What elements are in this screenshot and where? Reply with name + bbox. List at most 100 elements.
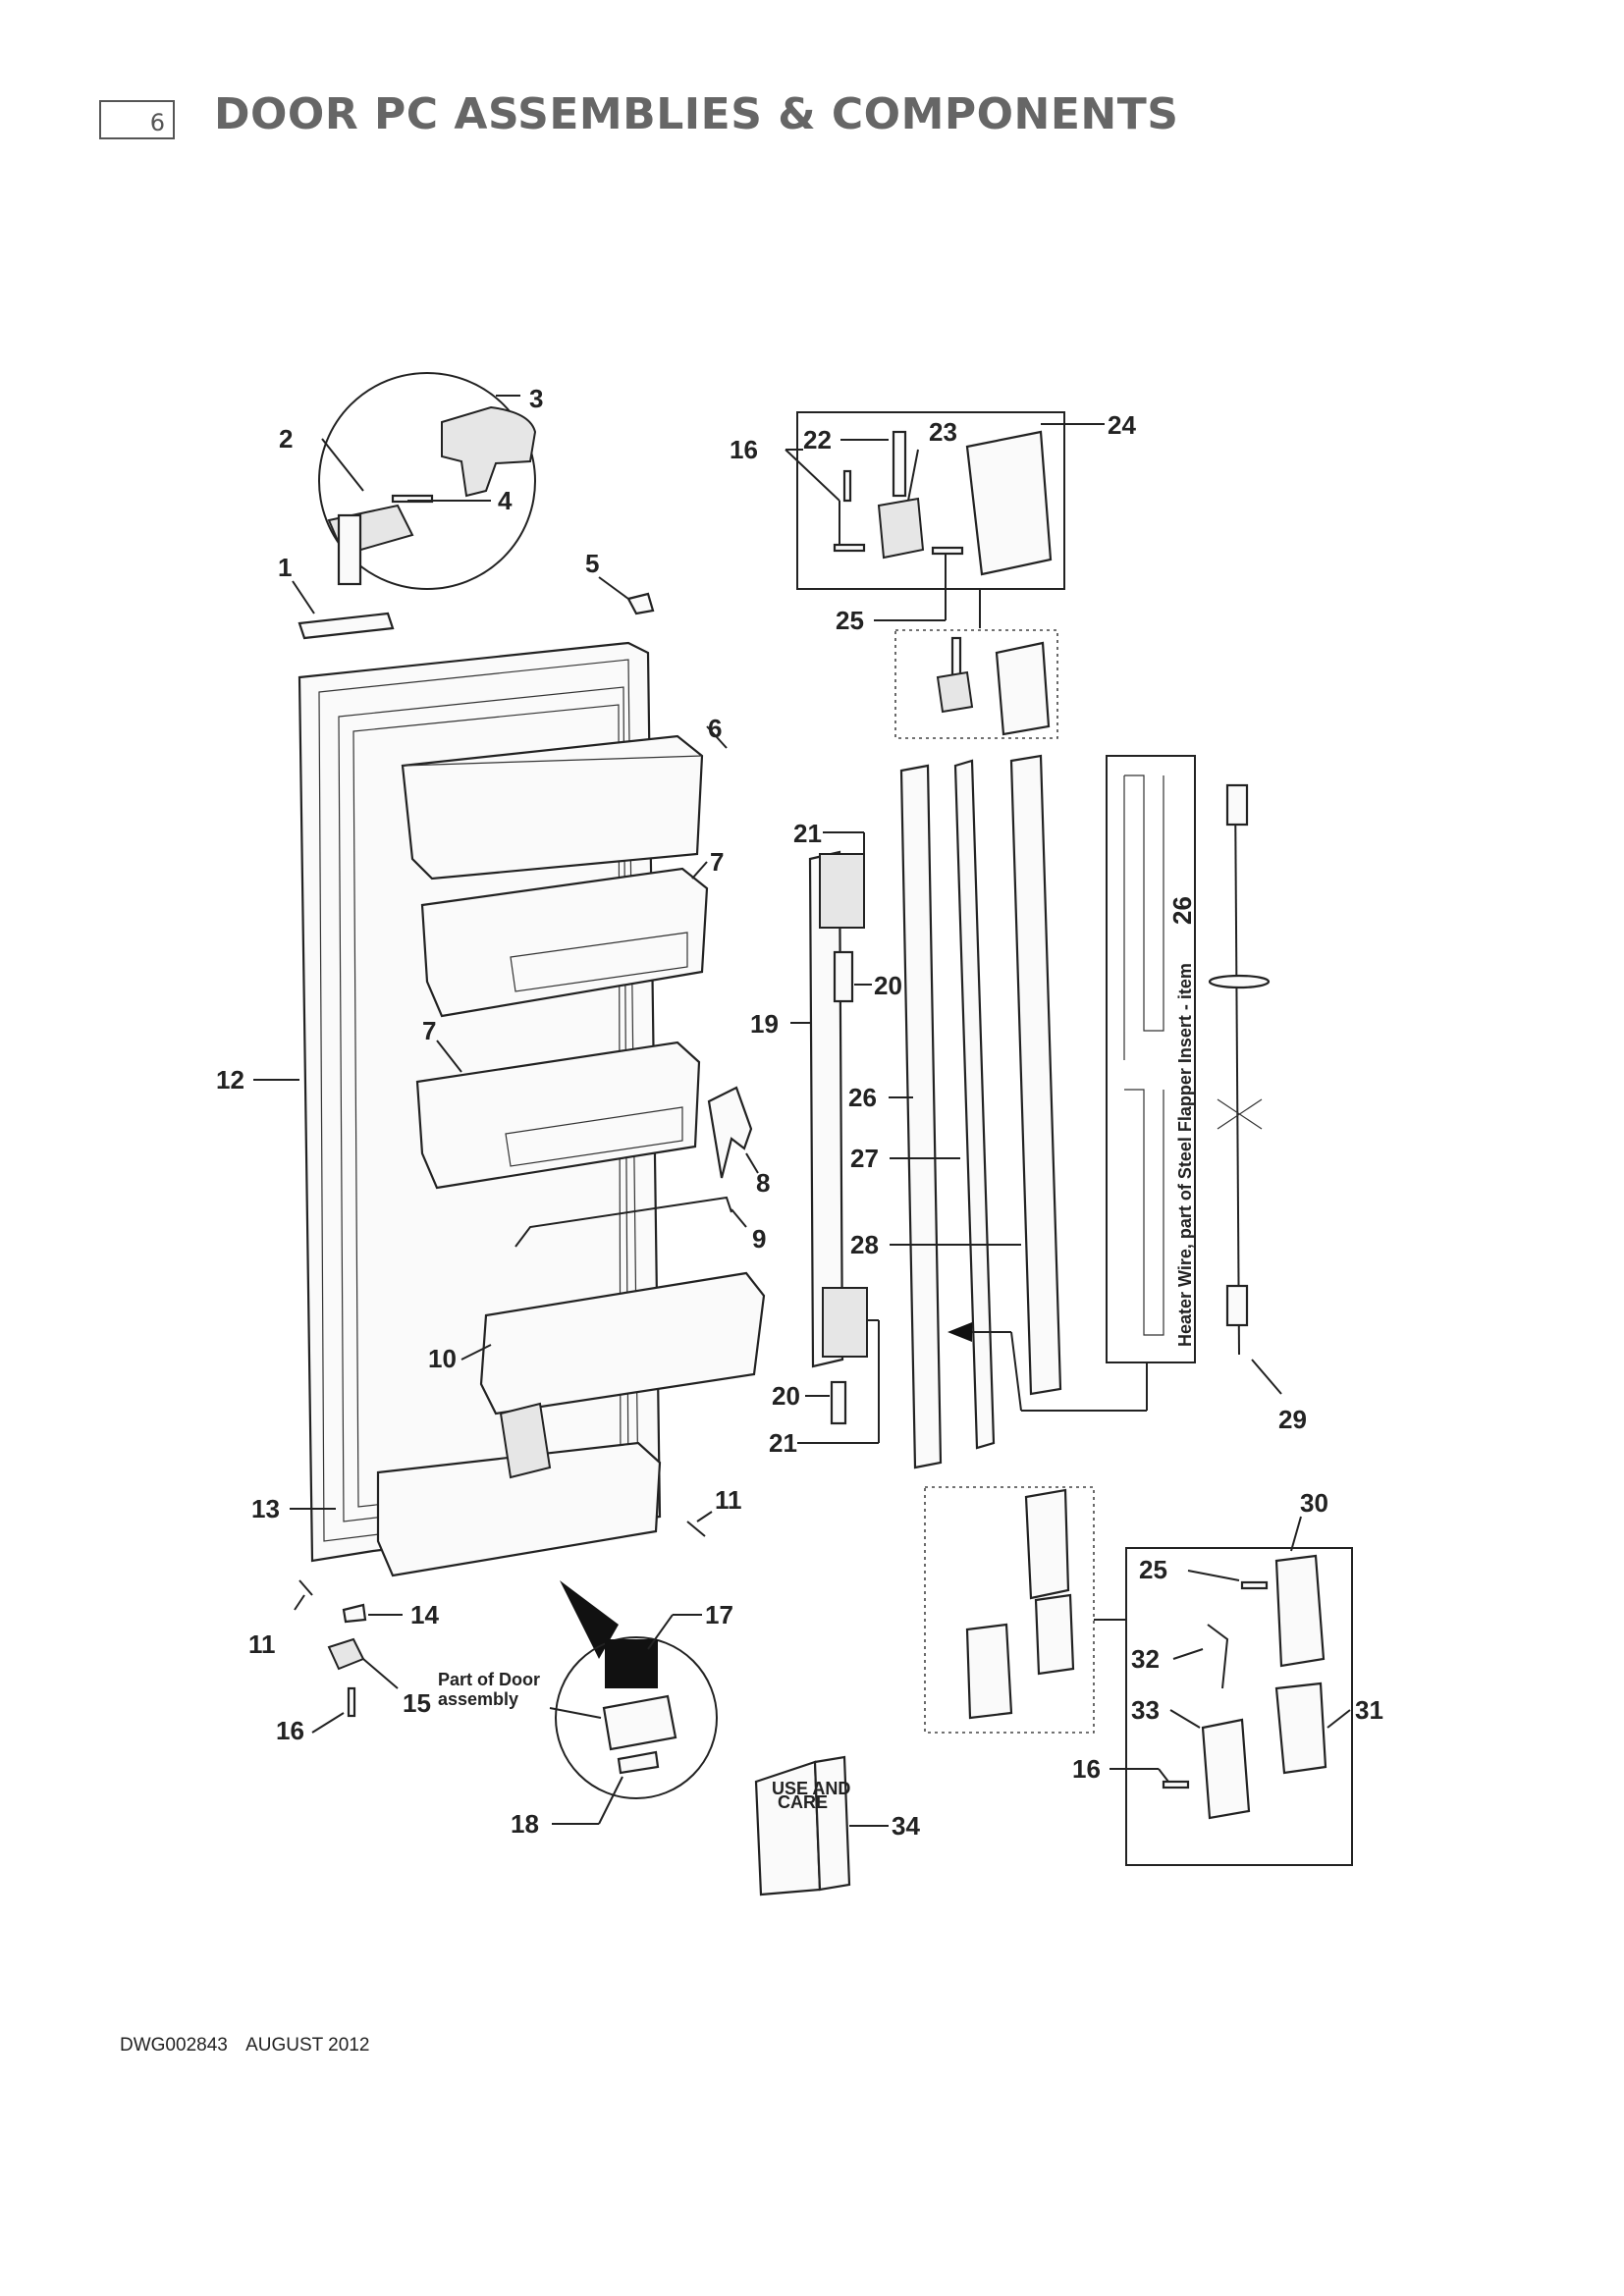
callout-31: 31 [1355, 1695, 1383, 1725]
callout-30: 30 [1300, 1488, 1328, 1518]
heater-wire-note: Heater Wire, part of Steel Flapper Inser… [1175, 963, 1195, 1347]
hinge-pin-part [337, 513, 362, 586]
clip-insert-part [617, 1750, 660, 1775]
callout-13: 13 [251, 1494, 280, 1523]
hinge-cover-part [441, 405, 537, 498]
callout-27: 27 [850, 1144, 879, 1173]
callout-23: 23 [929, 417, 957, 447]
clip-holder-part [602, 1694, 677, 1751]
top-hinge-group [318, 372, 537, 590]
heater-wire-item: 26 [1167, 896, 1197, 925]
small-clip-left [298, 1579, 313, 1596]
page-title: DOOR PC ASSEMBLIES & COMPONENTS [214, 89, 1179, 139]
callout-29: 29 [1278, 1405, 1307, 1434]
callout-19: 19 [750, 1009, 779, 1039]
steel-flapper-insert-26 [899, 764, 943, 1469]
callout-33: 33 [1131, 1695, 1160, 1725]
callout-21a: 21 [793, 819, 822, 848]
drawing-footer: DWG002843 AUGUST 2012 [120, 2035, 383, 2056]
handle-end-cap-top [819, 853, 865, 929]
top-hinge-detail-circle [318, 372, 536, 590]
callout-7b: 7 [422, 1016, 436, 1045]
small-clip-right [686, 1521, 706, 1537]
callout-11b: 11 [715, 1485, 742, 1515]
callout-4: 4 [498, 486, 513, 515]
callout-34: 34 [892, 1811, 920, 1841]
screw-25b [1240, 1580, 1269, 1590]
screw-16c [1162, 1780, 1190, 1789]
screw-part-left [347, 1686, 356, 1718]
bearing-part [327, 1637, 365, 1671]
torsion-spring-32 [1207, 1624, 1229, 1689]
bottle-clip [499, 1402, 552, 1479]
heater-wire-29 [1234, 784, 1240, 1356]
callout-5: 5 [585, 549, 599, 578]
bottom-hinge-parts-box [1125, 1547, 1353, 1866]
note-part-of-door-1: Part of Door [438, 1670, 540, 1689]
callout-17: 17 [705, 1600, 733, 1629]
bottom-hinge-alt-box [924, 1486, 1095, 1734]
screw-20-bottom [830, 1380, 847, 1425]
hinge-cover-31 [1274, 1682, 1327, 1775]
screw-16-top [842, 469, 852, 503]
top-hinge-alt-box [894, 629, 1058, 739]
callout-8: 8 [756, 1168, 770, 1198]
page-number: 6 [149, 109, 165, 136]
clip-part [626, 592, 655, 615]
heater-wire-box [1106, 755, 1196, 1363]
hinge-cam-33 [1201, 1718, 1251, 1820]
door-stop-part [342, 1603, 367, 1624]
drawing-number: DWG002843 [120, 2035, 228, 2056]
hinge-bracket-30 [1274, 1554, 1326, 1668]
screw-20-top [833, 950, 854, 1003]
callout-24: 24 [1108, 410, 1136, 440]
door-bin-upper [420, 867, 709, 1018]
callout-21b: 21 [769, 1428, 797, 1458]
callout-25b: 25 [1139, 1555, 1167, 1584]
callout-16c: 16 [1072, 1754, 1101, 1784]
drawing-date: AUGUST 2012 [245, 2035, 370, 2056]
callout-15: 15 [403, 1688, 431, 1718]
detail-pointer [560, 1580, 619, 1659]
hinge-block-23 [877, 497, 925, 560]
screw-25 [931, 546, 964, 556]
callout-12: 12 [216, 1065, 244, 1095]
bottle-retainer [707, 1086, 753, 1179]
hinge-bracket-24 [965, 430, 1053, 576]
callout-32: 32 [1131, 1644, 1160, 1674]
callout-1: 1 [278, 553, 292, 582]
bottle-bin [376, 1441, 662, 1577]
callout-20b: 20 [772, 1381, 800, 1411]
callout-7a: 7 [710, 847, 724, 877]
callout-3: 3 [529, 384, 543, 413]
flapper-cover-28 [1009, 754, 1062, 1396]
callout-26: 26 [848, 1083, 877, 1112]
door-bin-lower [479, 1271, 766, 1415]
callout-28: 28 [850, 1230, 879, 1259]
callout-20a: 20 [874, 971, 902, 1000]
callout-14: 14 [410, 1600, 439, 1629]
callout-10: 10 [428, 1344, 457, 1373]
callout-11a: 11 [248, 1629, 276, 1659]
callout-18: 18 [511, 1809, 539, 1839]
callout-6: 6 [708, 714, 722, 743]
screw-16-bottom [833, 543, 866, 553]
flapper-gasket-27 [953, 759, 996, 1450]
handle-end-cap-bottom [822, 1287, 868, 1358]
door-bin-middle [415, 1041, 701, 1190]
door-cap-part [298, 612, 395, 640]
hinge-pin-22 [892, 430, 907, 498]
callout-16b: 16 [730, 435, 758, 464]
callout-25a: 25 [836, 606, 864, 635]
note-part-of-door-2: assembly [438, 1689, 518, 1709]
dairy-compartment [401, 734, 704, 881]
manual-cover-line2: CARE [778, 1792, 828, 1812]
top-hinge-parts-box [796, 411, 1065, 590]
wire-rack [514, 1196, 732, 1248]
page-number-box: 6 [99, 100, 175, 139]
callout-2: 2 [279, 424, 293, 454]
callout-22: 22 [803, 425, 832, 454]
callout-9: 9 [752, 1224, 766, 1254]
bin-clip-detail-circle [555, 1636, 718, 1799]
